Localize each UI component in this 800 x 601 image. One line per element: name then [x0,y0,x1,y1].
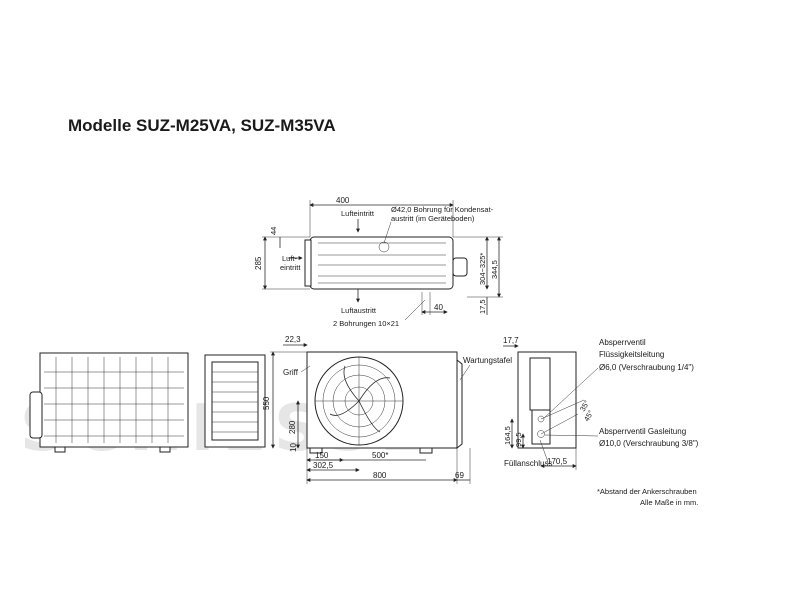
side-view-right: 17,7 Absperrventil Flüssigkeitsleitung Ø… [503,336,699,470]
label-air-out: Luftaustritt [341,306,377,315]
dim-280: 280 [288,420,297,434]
page-title: Modelle SUZ-M25VA, SUZ-M35VA [68,116,336,135]
right-handle-panel [529,357,551,411]
dim-800: 800 [373,471,387,480]
valve-block [531,409,551,445]
side-grille [211,361,259,441]
label-valve-gas-1: Absperrventil Gasleitung [599,427,686,436]
label-drain-hole-2: austritt (im Geräteboden) [391,214,475,223]
dim-17-5: 17,5 [478,299,487,314]
drain-hole [378,241,390,253]
label-griff: Griff [283,368,299,377]
rear-side-cover [29,391,43,439]
label-holes: 2 Bohrungen 10×21 [333,319,399,328]
dim-44: 44 [269,227,278,235]
dim-150: 150 [315,451,329,460]
rear-view [29,352,189,453]
dim-164-5: 164,5 [503,426,512,445]
top-unit-body [309,236,454,290]
note-units: Alle Maße in mm. [640,498,698,507]
dim-17-7: 17,7 [503,336,519,345]
dim-170-5: 170,5 [547,457,568,466]
rear-unit-body [39,352,189,448]
dim-302-5: 302,5 [313,461,334,470]
note-anchor: *Abstand der Ankerschrauben [597,487,697,496]
top-handle [304,239,312,287]
label-valve-liquid-1: Absperrventil [599,338,646,347]
front-service-panel [456,358,463,450]
dim-22-3: 22,3 [285,335,301,344]
top-valve-cover [452,257,468,277]
dim-40: 40 [434,303,443,312]
dim-550: 550 [262,396,271,410]
label-air-in-left-1: Luft- [282,254,298,263]
label-valve-gas-2: Ø10,0 (Verschraubung 3/8") [599,439,699,448]
label-air-in-left-2: eintritt [280,263,301,272]
label-drain-hole-1: Ø42,0 Bohrung für Kondensat- [391,205,494,214]
label-valve-liquid-2: Flüssigkeitsleitung [599,350,664,359]
dim-285: 285 [254,256,263,270]
label-valve-liquid-3: Ø6,0 (Verschraubung 1/4") [599,363,694,372]
fan-blades [329,365,391,433]
side-view-left [204,354,266,448]
label-wartungstafel: Wartungstafel [463,356,512,365]
label-fill-port: Füllanschluss [504,459,552,468]
dim-500: 500* [372,451,388,460]
dim-99-5: 99,5 [514,432,523,447]
label-air-in-top: Lufteintritt [341,209,375,218]
dim-10: 10 [289,443,298,452]
dim-304-325: 304~325* [478,253,487,285]
dim-69: 69 [455,471,464,480]
front-view: 22,3 Griff 550 280 10 150 500* 302,5 800… [262,335,512,484]
dim-344-5: 344,5 [490,260,499,279]
top-view: 400 44 285 304~325* 344,5 17,5 40 Luftei… [254,196,503,328]
dim-400: 400 [336,196,350,205]
